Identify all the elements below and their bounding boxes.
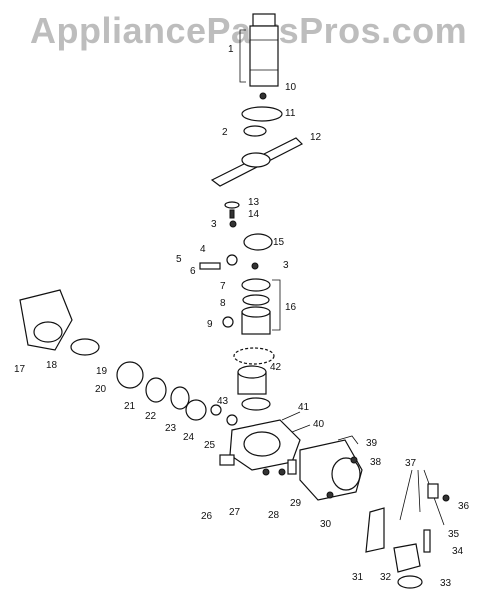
callout-label: 36 bbox=[458, 501, 470, 512]
callout-label: 10 bbox=[285, 82, 297, 93]
callout-label: 34 bbox=[452, 546, 464, 557]
callout-label: 40 bbox=[313, 419, 325, 430]
callout-label: 14 bbox=[248, 209, 260, 220]
callout-label: 29 bbox=[290, 498, 302, 509]
callout-label: 43 bbox=[217, 396, 229, 407]
motor[interactable] bbox=[299, 439, 363, 501]
callout-label: 26 bbox=[201, 511, 213, 522]
gear-stack[interactable] bbox=[241, 278, 271, 335]
callout-label: 5 bbox=[176, 254, 182, 265]
clamp-part[interactable] bbox=[70, 338, 100, 356]
callout-label: 33 bbox=[440, 578, 452, 589]
callout-label: 27 bbox=[229, 507, 241, 518]
seal-part[interactable] bbox=[241, 397, 271, 411]
watermark: AppliancePartsPros.com bbox=[30, 10, 468, 51]
screw-part[interactable] bbox=[259, 92, 267, 100]
screw-part[interactable] bbox=[278, 468, 286, 476]
hub-part[interactable] bbox=[243, 233, 273, 251]
bolt-part[interactable] bbox=[229, 209, 235, 219]
callout-label: 3 bbox=[283, 260, 289, 271]
callout-label: 28 bbox=[268, 510, 280, 521]
callout-label: 15 bbox=[273, 237, 285, 248]
callout-label: 30 bbox=[320, 519, 332, 530]
washer-part[interactable] bbox=[210, 404, 222, 416]
ring-part[interactable] bbox=[170, 386, 190, 410]
callout-label: 31 bbox=[352, 572, 364, 583]
leader-line bbox=[281, 411, 301, 421]
screw-part[interactable] bbox=[251, 262, 259, 270]
pin-part[interactable] bbox=[423, 529, 431, 553]
callout-label: 24 bbox=[183, 432, 195, 443]
wire-part[interactable] bbox=[337, 435, 359, 445]
clip-part[interactable] bbox=[287, 459, 297, 475]
callout-label: 25 bbox=[204, 440, 216, 451]
screw-part[interactable] bbox=[442, 494, 450, 502]
screw-part[interactable] bbox=[229, 220, 237, 228]
clip-part[interactable] bbox=[222, 316, 234, 328]
dome-part[interactable] bbox=[241, 106, 283, 122]
callout-label: 38 bbox=[370, 457, 382, 468]
callout-label: 12 bbox=[310, 132, 322, 143]
callout-labels: 1 2 3 3 4 5 6 7 8 9 10 11 12 13 14 15 16… bbox=[14, 44, 470, 589]
callout-label: 35 bbox=[448, 529, 460, 540]
spray-tube[interactable] bbox=[249, 13, 279, 87]
callout-label: 21 bbox=[124, 401, 136, 412]
callout-label: 18 bbox=[46, 360, 58, 371]
impeller-housing[interactable] bbox=[237, 365, 267, 395]
shaft-part[interactable] bbox=[199, 262, 221, 270]
callout-label: 23 bbox=[165, 423, 177, 434]
bracket-part[interactable] bbox=[365, 507, 385, 553]
ring-part[interactable] bbox=[145, 377, 167, 403]
nut-part[interactable] bbox=[226, 414, 238, 426]
callout-label: 7 bbox=[220, 281, 226, 292]
callout-label: 19 bbox=[96, 366, 108, 377]
impeller-part[interactable] bbox=[116, 361, 144, 389]
callout-label: 8 bbox=[220, 298, 226, 309]
callout-label: 22 bbox=[145, 411, 157, 422]
callout-label: 1 bbox=[228, 44, 234, 55]
callout-label: 9 bbox=[207, 319, 213, 330]
callout-label: 37 bbox=[405, 458, 417, 469]
spring-part[interactable] bbox=[427, 483, 439, 499]
callout-label: 20 bbox=[95, 384, 107, 395]
callout-label: 2 bbox=[222, 127, 228, 138]
screw-part[interactable] bbox=[326, 491, 334, 499]
callout-bracket-1 bbox=[239, 29, 246, 83]
callout-label: 17 bbox=[14, 364, 26, 375]
callout-label: 4 bbox=[200, 244, 206, 255]
gasket-part[interactable] bbox=[243, 125, 267, 137]
screw-part[interactable] bbox=[262, 468, 270, 476]
inlet-housing[interactable] bbox=[19, 289, 73, 351]
mount-part[interactable] bbox=[393, 543, 421, 573]
callout-bracket-16 bbox=[272, 279, 281, 331]
callout-label: 3 bbox=[211, 219, 217, 230]
callout-label: 16 bbox=[285, 302, 297, 313]
terminal-part[interactable] bbox=[350, 456, 358, 464]
leader-line bbox=[291, 424, 311, 433]
ring-part[interactable] bbox=[185, 399, 207, 421]
valve-part[interactable] bbox=[219, 454, 235, 466]
foot-part[interactable] bbox=[397, 575, 423, 589]
callout-label: 42 bbox=[270, 362, 282, 373]
o-ring-part[interactable] bbox=[233, 347, 275, 365]
callout-label: 11 bbox=[285, 108, 296, 119]
spray-arm[interactable] bbox=[210, 137, 304, 187]
gear-part[interactable] bbox=[226, 254, 238, 266]
callout-label: 6 bbox=[190, 266, 196, 277]
callout-label: 41 bbox=[298, 402, 310, 413]
nut-part[interactable] bbox=[224, 201, 240, 209]
callout-label: 39 bbox=[366, 438, 378, 449]
callout-label: 32 bbox=[380, 572, 392, 583]
callout-label: 13 bbox=[248, 197, 260, 208]
